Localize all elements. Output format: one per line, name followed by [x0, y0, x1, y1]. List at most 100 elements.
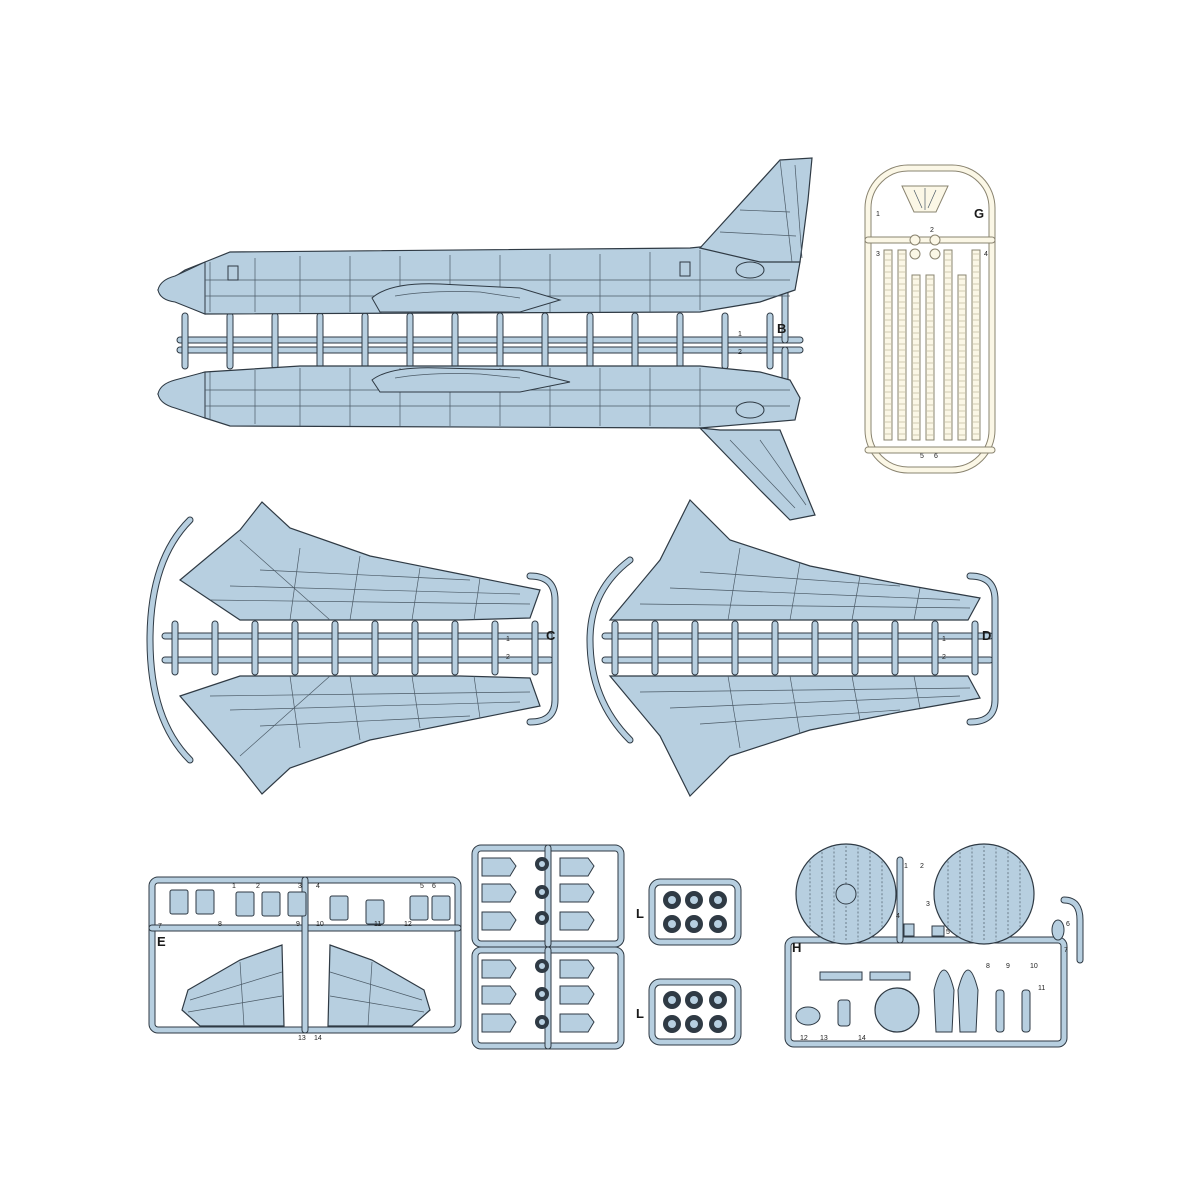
window-strip	[957, 274, 967, 441]
window-strip	[925, 274, 935, 441]
dome-part	[874, 987, 920, 1033]
gear-leg-part	[559, 883, 595, 903]
sprue-h-part-number: 8	[986, 963, 990, 970]
small-part	[431, 895, 451, 921]
sprue-h-part-number: 14	[858, 1035, 866, 1042]
sprue-h-part-number: 5	[946, 929, 950, 936]
gear-hub	[539, 1019, 545, 1025]
small-part	[329, 895, 349, 921]
sprue-h-part-number: 3	[926, 901, 930, 908]
gear-leg-part	[481, 959, 517, 979]
sprue-h-part-number: 12	[800, 1035, 808, 1042]
gear-leg-part	[481, 911, 517, 931]
stabiliser-left	[181, 944, 285, 1027]
gear-leg-part	[559, 911, 595, 931]
stabiliser-right	[327, 944, 431, 1027]
sprue-h-part-number: 13	[820, 1035, 828, 1042]
gear-hub	[539, 991, 545, 997]
gear-hub	[539, 861, 545, 867]
wing-upper-right	[608, 498, 981, 621]
gear-leg-part	[559, 1013, 595, 1033]
wheel-hub	[714, 896, 722, 904]
sprue-b-letter: B	[777, 321, 786, 336]
sprue-b-runners	[176, 276, 804, 404]
wheel-hub	[714, 1020, 722, 1028]
fuselage-right-half	[156, 365, 816, 521]
gear-leg-part	[481, 1013, 517, 1033]
sprue-b: B 1 2	[156, 157, 816, 521]
wheel-hub	[714, 996, 722, 1004]
wheel-hub	[668, 996, 676, 1004]
landing-gear-sprues	[471, 844, 625, 1050]
small-part	[365, 899, 385, 925]
sprue-g-part-6: 6	[934, 453, 938, 460]
wheel-hub	[690, 896, 698, 904]
sprue-e-part-number: 8	[218, 921, 222, 928]
gear-hub	[539, 963, 545, 969]
sprue-g: G 1 2 3 4 5 6	[864, 164, 996, 474]
sprue-g-part-3: 3	[876, 251, 880, 258]
sprue-g-part-2: 2	[930, 227, 934, 234]
gear-hub	[539, 889, 545, 895]
wheel-hub	[668, 896, 676, 904]
gear-leg-part	[559, 959, 595, 979]
window-strip	[971, 249, 981, 441]
sprue-g-part-1: 1	[876, 211, 880, 218]
sprue-g-part-4: 4	[984, 251, 988, 258]
sprue-e-part-number: 11	[374, 921, 381, 928]
sprue-e-part-number: 7	[158, 923, 162, 930]
wheel-hub	[714, 920, 722, 928]
sprue-d: D 1 2	[586, 498, 999, 798]
gear-hub	[539, 915, 545, 921]
gear-leg-part	[559, 857, 595, 877]
window-strip	[911, 274, 921, 441]
sprue-e-part-number: 10	[316, 921, 324, 928]
sprue-h-part-number: 7	[1064, 947, 1068, 954]
sprue-h-part-number: 11	[1038, 985, 1045, 992]
sprue-c-part-2: 2	[506, 654, 510, 661]
wing-lower-right	[608, 675, 981, 798]
sprue-e-part-number: 12	[404, 921, 412, 928]
wheel-hub	[690, 920, 698, 928]
sprue-e-part-number: 2	[256, 883, 260, 890]
wing-upper-left	[178, 501, 541, 621]
sprue-l-lower: L	[636, 978, 742, 1046]
sprue-e-part-number: 6	[432, 883, 436, 890]
sprue-h-part-number: 2	[920, 863, 924, 870]
sprue-e-part-number: 5	[420, 883, 424, 890]
sprue-h-letter: H	[792, 940, 801, 955]
sprue-h-part-number: 9	[1006, 963, 1010, 970]
sprue-h-part-number: 1	[904, 863, 908, 870]
small-part	[409, 895, 429, 921]
sprue-b-part-2: 2	[738, 349, 742, 356]
small-part	[195, 889, 215, 915]
sprue-d-part-2: 2	[942, 654, 946, 661]
wheel-hub	[668, 920, 676, 928]
small-parts	[169, 889, 451, 925]
wheel-hub	[690, 1020, 698, 1028]
sprue-l-lower-letter: L	[636, 1006, 644, 1021]
sprue-h-part-number: 6	[1066, 921, 1070, 928]
sprue-e-part-number: 3	[298, 883, 302, 890]
wing-lower-left	[178, 675, 541, 795]
window-strip	[897, 249, 907, 441]
wheel-hub	[690, 996, 698, 1004]
fuselage-left-half	[156, 157, 813, 315]
window-strip	[883, 249, 893, 441]
sprue-l-upper-letter: L	[636, 906, 644, 921]
sprue-c-part-1: 1	[506, 636, 510, 643]
sprue-c: C 1 2	[146, 501, 559, 795]
gear-leg-part	[559, 985, 595, 1005]
small-part	[235, 891, 255, 917]
gear-leg-part	[481, 883, 517, 903]
sprue-e-part-number: 13	[298, 1035, 306, 1042]
sprue-b-part-1: 1	[738, 331, 742, 338]
window-strips	[883, 249, 981, 441]
gear-leg-part	[481, 857, 517, 877]
sprue-g-letter: G	[974, 206, 984, 221]
sprue-e-part-number: 4	[316, 883, 320, 890]
wheel-hub	[668, 1020, 676, 1028]
small-part	[261, 891, 281, 917]
